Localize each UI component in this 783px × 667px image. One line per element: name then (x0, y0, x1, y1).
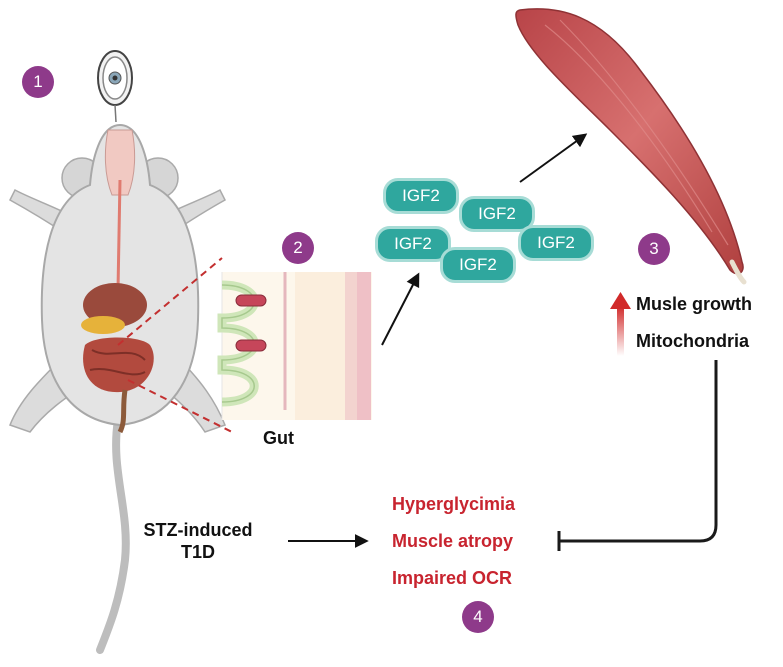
zoom-line-top (117, 257, 223, 346)
gut-cross-section (217, 272, 372, 420)
inhibition-line (560, 360, 718, 543)
cause-label-line2: T1D (180, 542, 215, 562)
igf2-pill: IGF2 (459, 196, 535, 232)
muscle-growth-label: Musle growth (636, 294, 752, 314)
arrow-gut-to-igf2 (381, 272, 420, 346)
mitochondria-label: Mitochondria (636, 331, 749, 351)
zoom-line-bottom (127, 379, 233, 433)
outcome-impaired-ocr: Impaired OCR (392, 568, 513, 588)
cause-label-line1: STZ-induced (143, 520, 253, 540)
muscle-illustration (515, 8, 747, 285)
outcome-muscle-atrophy: Muscle atropy (392, 531, 514, 551)
mouse-illustration (9, 123, 226, 654)
step-badge-3: 3 (638, 233, 670, 265)
outcome-hyperglycemia: Hyperglycimia (392, 494, 516, 514)
step-badge-2: 2 (282, 232, 314, 264)
igf2-pill: IGF2 (383, 178, 459, 214)
igf2-pill: IGF2 (375, 226, 451, 262)
step-badge-4: 4 (462, 601, 494, 633)
gut-label: Gut (263, 428, 294, 448)
igf2-pill: IGF2 (518, 225, 594, 261)
arrow-igf2-to-muscle (519, 133, 588, 183)
up-arrow-icon (610, 292, 631, 356)
step-badge-1: 1 (22, 66, 54, 98)
eye-icon (97, 50, 133, 123)
igf2-pill: IGF2 (440, 247, 516, 283)
